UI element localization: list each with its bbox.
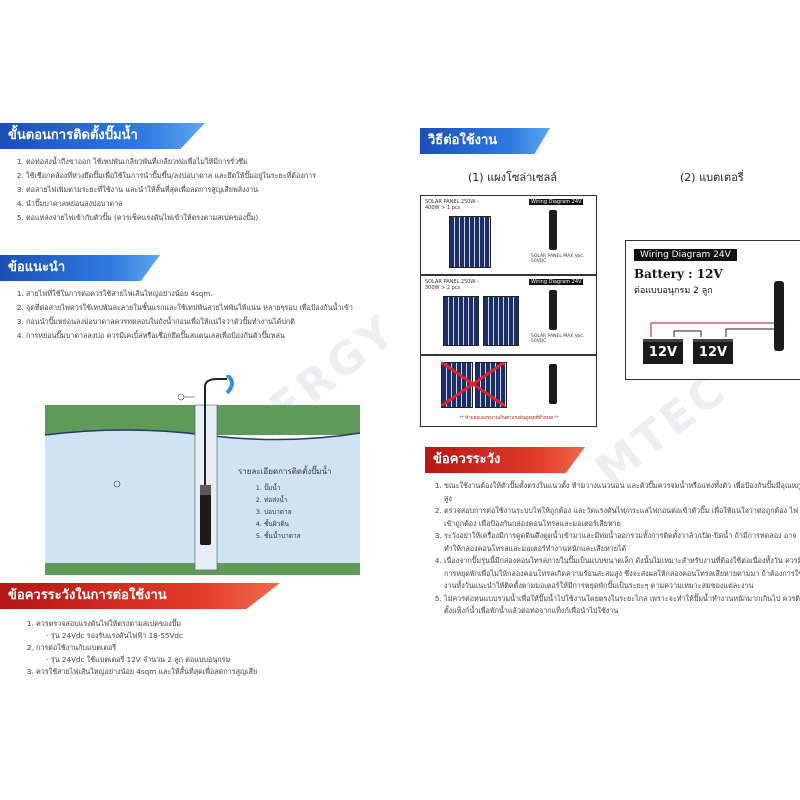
solar-panel [441,362,473,408]
solar-spec: SOLAR PANEL 250W - 400W > 1 pcs [425,199,479,211]
solar-panel [483,296,519,346]
list-item: ก่อนนำปั๊มหย่อนลงบ่อบาดาลควรทดลอบในถังน้… [26,315,416,329]
option-battery-label: (2) แบตเตอรี่ [680,171,744,184]
usage-title: วิธีต่อใช้งาน [420,128,550,154]
list-item: ต่อท่อส่งน้ำถึงขาออก ใช้เทปพันเกลียวพันท… [26,155,416,169]
solar-note: ** ห้ามต่อแผงขนานเกินค่าแรงดันสูงสุดที่ก… [459,416,559,421]
list-item: เนื่องจากปั๊มรุ่นนี้มีกล่องคอนโทรลภายในป… [444,555,800,593]
solar-panel [443,296,479,346]
marker-3 [113,480,121,488]
pump-icon [549,364,557,404]
diagram-part: ชั้นน้ำบาดาล [264,530,368,542]
solar-diagram-2: SOLAR PANEL 250W - 300W > 2 pcs Wiring D… [420,275,597,355]
battery-voltage-label: Battery : 12V [634,267,723,281]
install-steps-title: ขั้นตอนการติดตั้งปั๊มน้ำ [0,123,205,149]
pump-icon [549,210,557,250]
solar-spec: SOLAR PANEL 250W - 300W > 2 pcs [425,279,479,291]
pump-icon [774,281,784,351]
max-voc-label: SOLAR PANEL MAX Voc. 50VDC [531,254,585,264]
solar-panel [449,216,491,268]
list-item: ควรใช้สายไฟเส้นใหญ่อย่างน้อย 4sqm และให้… [36,666,416,678]
list-item: ต่อแหล่งจ่ายไฟเข้ากับตัวปั๊ม (ควรเช็คแรง… [26,211,416,225]
wiring-diagram-label: Wiring Diagram 24V [529,199,584,205]
list-item: ใช้เชือกคล้องที่ห่วงยึดปั๊มเพื่อใช้ในการ… [26,169,416,183]
solar-diagram-3: ** ห้ามต่อแผงขนานเกินค่าแรงดันสูงสุดที่ก… [420,355,597,427]
list-item: ตรวจสอบการต่อใช้งานระบบไฟให้ถูกต้อง และว… [444,505,800,530]
list-item: ไม่ควรต่อหนแบบรวมน้ำเพื่อให้ปั๊มน้ำไปใช้… [444,593,800,618]
list-item: นำปั๊มบาดาลหย่อนลงบ่อบาดาล [26,197,416,211]
install-steps-list: ต่อท่อส่งน้ำถึงขาออก ใช้เทปพันเกลียวพันท… [10,155,416,225]
caution-title: ข้อควรระวัง [425,447,585,473]
battery-diagram: Wiring Diagram 24V Battery : 12V ต่อแบบอ… [625,240,800,380]
list-item: การหย่อนปั๊มบาดาลลงบ่อ ควรมีเคเบิ้ลหรือเ… [26,329,416,343]
list-item: สายไฟที่ใช้ในการต่อควรใช้สายไฟเส้นใหญ่อย… [26,287,416,301]
pump-icon [549,290,557,330]
list-item: ระวังอย่าให้เครื่องมีการดูดดินดึงดูดน้ำเ… [444,530,800,555]
usage-caution-list: ควรตรวจสอบแรงดันไฟให้ตรงตามสเปคของปั๊ม- … [20,618,416,678]
installation-diagram-graphic [44,373,361,575]
diagram-part: ชั้นผิวดิน [264,518,368,530]
list-item: ขณะใช้งานต้องให้ตัวปั๊มตั้งตรงในแนวตั้ง … [444,480,800,505]
caution-list: ขณะใช้งานต้องให้ตัวปั๊มตั้งตรงในแนวตั้ง … [428,480,800,618]
prohibited-cross-icon [441,362,505,406]
advice-list: สายไฟที่ใช้ในการต่อควรใช้สายไฟเส้นใหญ่อย… [10,287,416,343]
advice-title: ข้อแนะนำ [0,255,160,281]
battery-wiring [650,322,778,337]
diagram-caption: รายละเอียดการติดตั้งปั๊มน้ำ ปั๊มน้ำ ท่อส… [238,465,368,542]
diagram-part: บ่อบาดาล [264,506,368,518]
battery-connection-label: ต่อแบบอนุกรม 2 ลูก [634,286,713,296]
solar-diagram-1: SOLAR PANEL 250W - 400W > 1 pcs Wiring D… [420,195,597,275]
list-item: การต่อใช้งานกับแบตเตอรี่- รุ่น 24Vdc ใช้… [36,642,416,666]
diagram-part: ปั๊มน้ำ [264,482,368,494]
marker-1 [177,393,185,401]
max-voc-label: SOLAR PANEL MAX Voc. 50VDC [531,334,585,344]
battery-icon: 12V [693,339,733,364]
list-item: จุดที่ต่อสายไฟควรใช้เทปพันละลายในชั้นแรก… [26,301,416,315]
wiring-diagram-label: Wiring Diagram 24V [529,279,584,285]
diagram-caption-title: รายละเอียดการติดตั้งปั๊มน้ำ [238,467,332,476]
option-solar-label: (1) แผงโซล่าเซลล์ [468,171,557,184]
diagram-part: ท่อส่งน้ำ [264,494,368,506]
list-item: ควรตรวจสอบแรงดันไฟให้ตรงตามสเปคของปั๊ม- … [36,618,416,642]
installation-diagram [44,373,361,575]
battery-icon: 12V [643,339,683,364]
wiring-diagram-label: Wiring Diagram 24V [634,249,737,261]
usage-caution-title: ข้อควรระวังในการต่อใช้งาน [0,583,280,609]
list-item: ต่อสายไฟเพิ่มตามระยะที่ใช้งาน และนำให้สั… [26,183,416,197]
